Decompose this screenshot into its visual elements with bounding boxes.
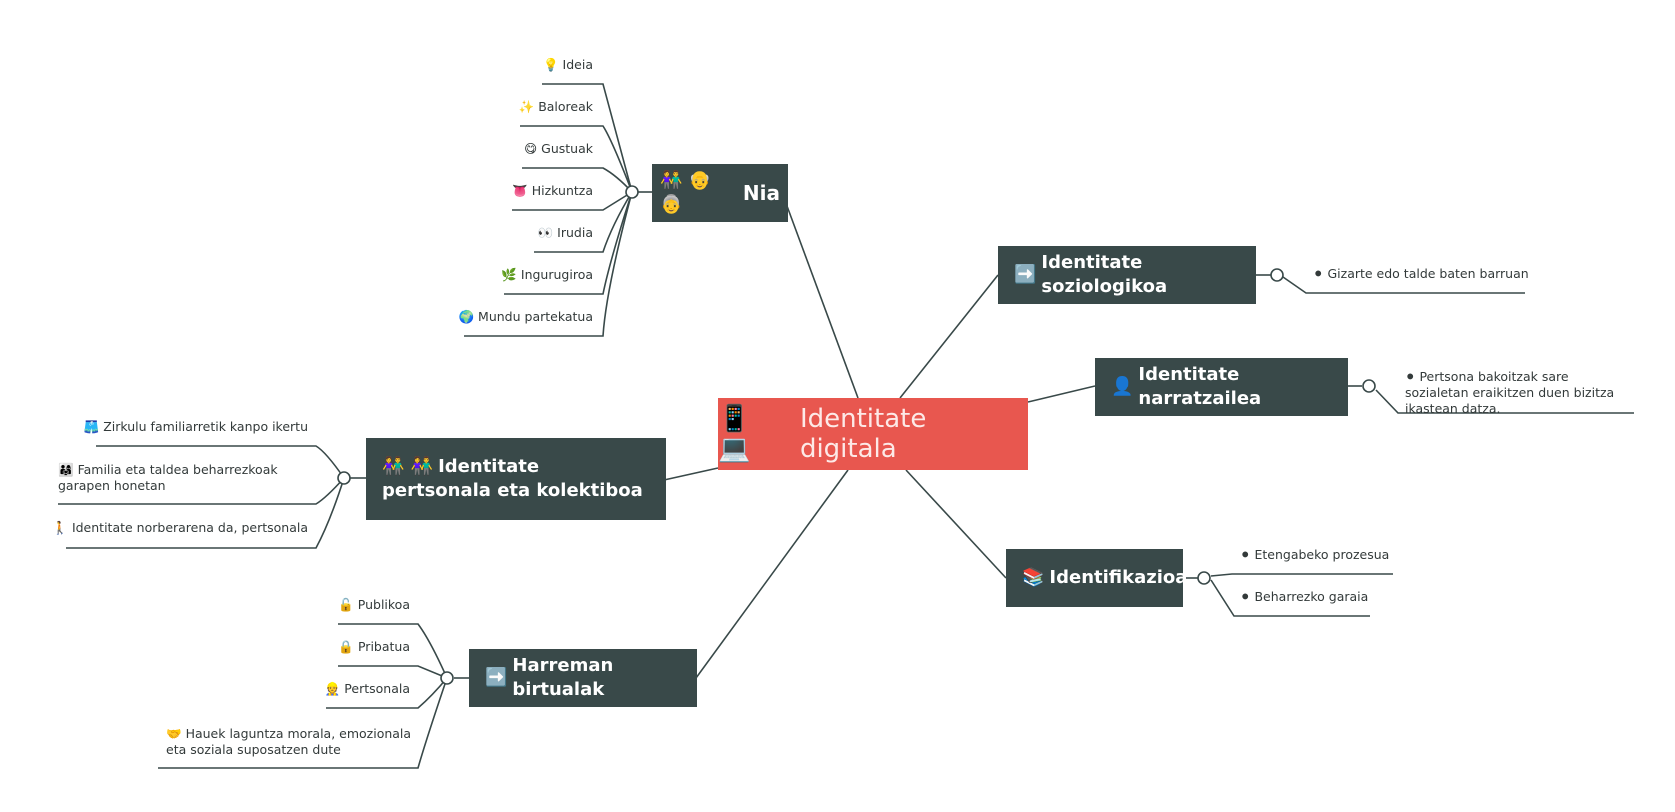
topic-harreman-birtualak[interactable]: ➡️ Harreman birtualak <box>469 649 697 707</box>
subtopic-label: Pribatua <box>357 639 410 654</box>
eyes-icon: 👀 <box>537 225 554 240</box>
link-central-narratzailea <box>1027 385 1096 403</box>
identifikazioa-collapse-handle <box>1197 571 1211 585</box>
shorts-icon: 🩳 <box>83 419 100 434</box>
topic-identitate-pertsonala[interactable]: 👫 👫Identitate pertsonala eta kolektiboa <box>366 438 666 520</box>
topic-nia[interactable]: 👫 👴 👵 Nia <box>652 164 788 222</box>
subtopic-familia-eta-taldea[interactable]: 👨‍👩‍👧 Familia eta taldea beharrezkoak ga… <box>58 462 320 494</box>
link-central-nia <box>786 205 859 399</box>
worker-icon: 👷 <box>324 681 341 696</box>
subtopic-label: Baloreak <box>538 99 593 114</box>
herb-icon: 🌿 <box>501 267 517 282</box>
narratzailea-collapse-handle <box>1362 379 1376 393</box>
subtopic-hizkuntza[interactable]: 👅 Hizkuntza <box>512 183 593 199</box>
couple-icon: 👫 👫 <box>382 456 434 477</box>
link-central-pertsonala <box>663 467 719 481</box>
soziologikoa-collapse-handle <box>1270 268 1284 282</box>
subtopic-hauek-laguntza[interactable]: 🤝 Hauek laguntza morala, emozionala eta … <box>166 726 416 758</box>
central-topic-label: Identitate digitala <box>799 404 927 464</box>
black-circle-icon: ⚫ <box>1240 589 1251 604</box>
subtopic-label: Zirkulu familiarretik kanpo ikertu <box>103 419 308 434</box>
subtopic-gizarte-edo-talde[interactable]: ⚫ Gizarte edo talde baten barruan <box>1313 266 1529 282</box>
subtopic-label: Hizkuntza <box>531 183 593 198</box>
walking-person-icon: 🚶 <box>52 520 68 535</box>
family-icon: 👨‍👩‍👧 <box>58 462 74 477</box>
person-silhouette-icon: 👤 <box>1111 376 1134 397</box>
black-circle-icon: ⚫ <box>1313 266 1324 281</box>
subtopic-label: Publikoa <box>357 597 410 612</box>
lightbulb-icon: 💡 <box>542 57 559 72</box>
subtopic-baloreak[interactable]: ✨ Baloreak <box>519 99 593 115</box>
subtopic-zirkulu-familiarretik[interactable]: 🩳 Zirkulu familiarretik kanpo ikertu <box>84 419 308 435</box>
yum-face-icon: 😋 <box>524 141 538 156</box>
subtopic-pertsonala[interactable]: 👷 Pertsonala <box>325 681 410 697</box>
topic-soziologikoa-label: Identitate soziologikoa <box>1041 252 1168 297</box>
topic-identifikazioa[interactable]: 📚 Identifikazioa <box>1006 549 1187 607</box>
subtopic-label: Pertsona bakoitzak sare sozialetan eraik… <box>1405 369 1615 416</box>
subtopic-ideia[interactable]: 💡 Ideia <box>543 57 593 73</box>
unlocked-icon: 🔓 <box>338 597 354 612</box>
subtopic-label: Gizarte edo talde baten barruan <box>1327 266 1529 281</box>
family-icon: 👫 👴 👵 <box>660 170 712 215</box>
topic-pertsonala-label: Identitate pertsonala eta kolektiboa <box>382 456 643 501</box>
subtopic-beharrezko-garaia[interactable]: ⚫ Beharrezko garaia <box>1240 589 1368 605</box>
topic-identitate-soziologikoa[interactable]: ➡️ Identitate soziologikoa <box>998 246 1256 304</box>
subtopic-irudia[interactable]: 👀 Irudia <box>538 225 593 241</box>
subtopic-label: Mundu partekatua <box>478 309 593 324</box>
nia-branches <box>464 83 633 337</box>
topic-nia-label: Nia <box>742 181 780 205</box>
tongue-icon: 👅 <box>512 183 528 198</box>
link-central-soziologikoa <box>899 274 999 399</box>
subtopic-label: Irudia <box>557 225 593 240</box>
sparkles-icon: ✨ <box>518 99 535 114</box>
link-central-identifikazioa <box>905 469 1007 579</box>
central-topic[interactable]: 📱 💻 Identitate digitala <box>718 398 1028 470</box>
subtopic-pertsona-bakoitzak[interactable]: ⚫ Pertsona bakoitzak sare sozialetan era… <box>1405 369 1633 417</box>
subtopic-label: Pertsonala <box>344 681 410 696</box>
globe-icon: 🌍 <box>458 309 475 324</box>
subtopic-ingurugiroa[interactable]: 🌿 Ingurugiroa <box>501 267 593 283</box>
topic-identifikazioa-label: Identifikazioa <box>1049 567 1188 588</box>
subtopic-etengabeko-prozesua[interactable]: ⚫ Etengabeko prozesua <box>1240 547 1389 563</box>
black-circle-icon: ⚫ <box>1240 547 1251 562</box>
right-arrow-icon: ➡️ <box>485 667 508 688</box>
subtopic-label: Hauek laguntza morala, emozionala eta so… <box>166 726 412 757</box>
phone-laptop-icon: 📱 💻 <box>718 404 751 464</box>
subtopic-publikoa[interactable]: 🔓 Publikoa <box>338 597 410 613</box>
subtopic-mundu-partekatua[interactable]: 🌍 Mundu partekatua <box>458 309 593 325</box>
topic-identitate-narratzailea[interactable]: 👤 Identitate narratzailea <box>1095 358 1348 416</box>
link-central-harreman <box>695 469 849 679</box>
books-icon: 📚 <box>1022 567 1045 588</box>
subtopic-gustuak[interactable]: 😋 Gustuak <box>524 141 593 157</box>
subtopic-label: Identitate norberarena da, pertsonala <box>71 520 308 535</box>
subtopic-label: Beharrezko garaia <box>1254 589 1369 604</box>
topic-harreman-label: Harreman birtualak <box>512 655 614 700</box>
subtopic-identitate-norberarena[interactable]: 🚶 Identitate norberarena da, pertsonala <box>52 520 308 536</box>
pertsonala-collapse-handle <box>337 471 351 485</box>
topic-narratzailea-label: Identitate narratzailea <box>1138 364 1262 409</box>
right-arrow-icon: ➡️ <box>1014 264 1037 285</box>
topic-pertsonala-text: 👫 👫Identitate pertsonala eta kolektiboa <box>382 455 650 503</box>
subtopic-label: Etengabeko prozesua <box>1254 547 1390 562</box>
nia-collapse-handle <box>625 185 639 199</box>
harreman-collapse-handle <box>440 671 454 685</box>
subtopic-label: Familia eta taldea beharrezkoak garapen … <box>58 462 278 493</box>
lock-icon: 🔒 <box>338 639 354 654</box>
subtopic-label: Ideia <box>562 57 593 72</box>
subtopic-label: Gustuak <box>541 141 593 156</box>
subtopic-label: Ingurugiroa <box>520 267 593 282</box>
handshake-icon: 🤝 <box>166 726 182 741</box>
subtopic-pribatua[interactable]: 🔒 Pribatua <box>338 639 410 655</box>
black-circle-icon: ⚫ <box>1405 369 1416 384</box>
